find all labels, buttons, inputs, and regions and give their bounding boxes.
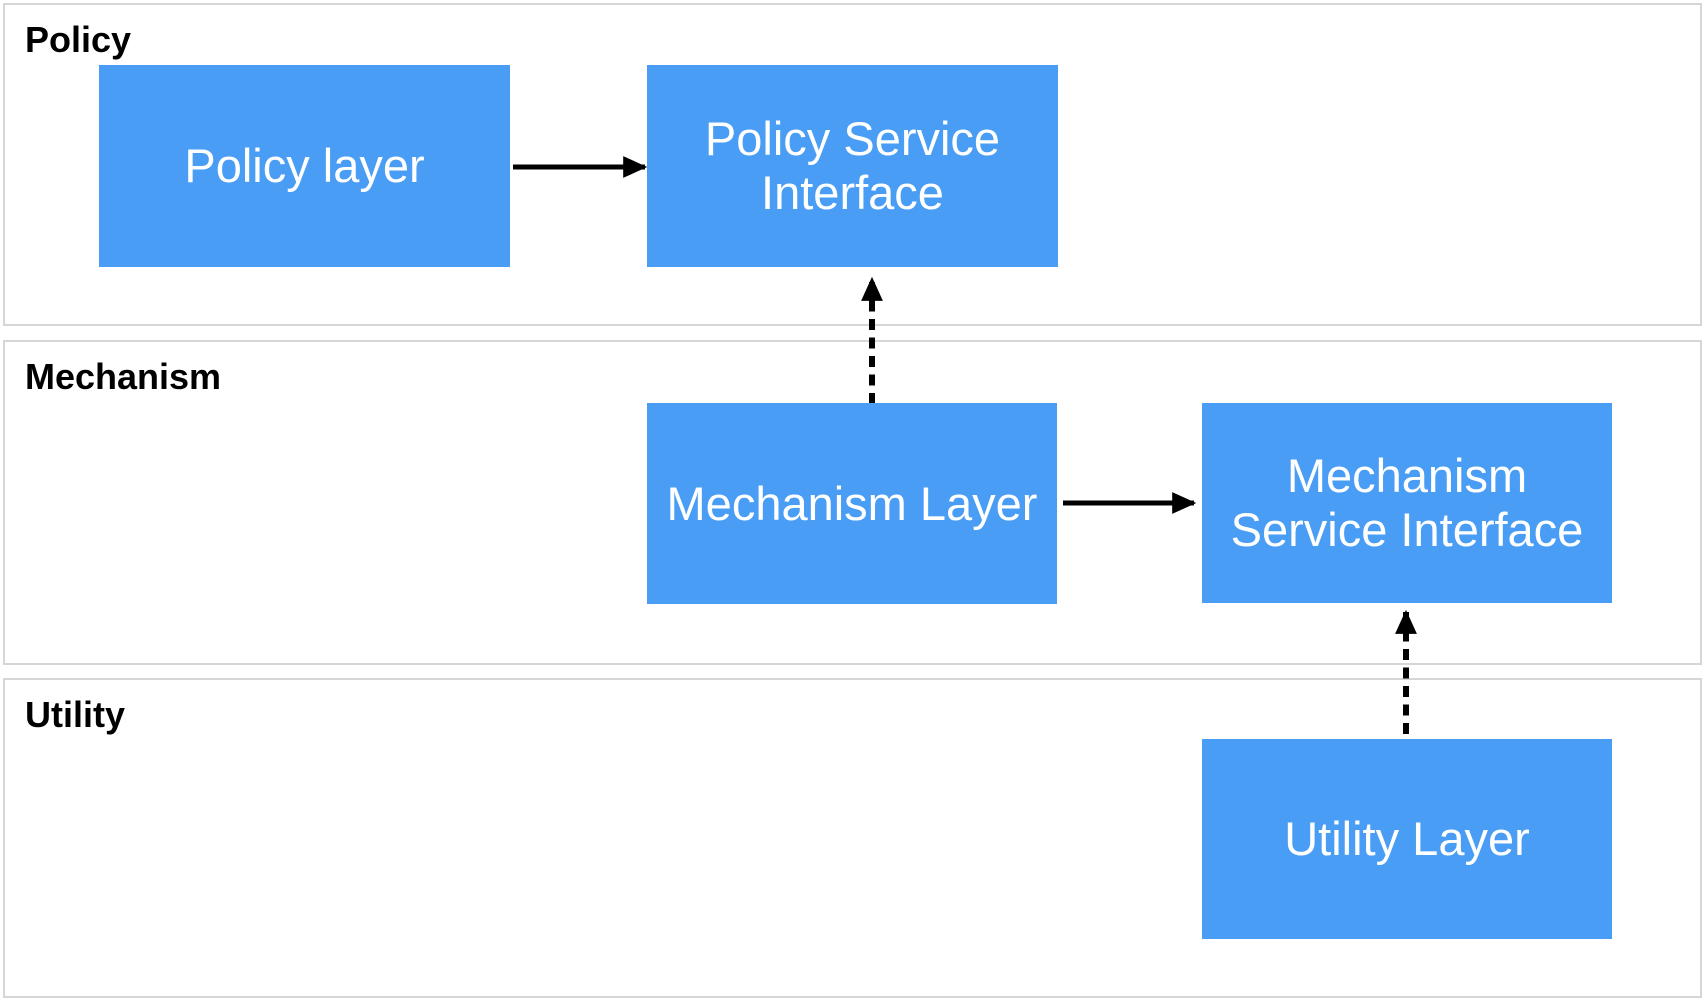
node-label-line: Mechanism Layer	[666, 476, 1038, 530]
utility-band-label: Utility	[25, 694, 126, 735]
node-label-line: Policy Service	[704, 112, 1001, 165]
node-label-line: Interface	[761, 166, 944, 219]
mechanism-band-label: Mechanism	[25, 356, 222, 397]
policy-layer-node: Policy layer	[99, 65, 510, 267]
policy-service-interface-node: Policy Service Interface	[647, 65, 1058, 267]
mechanism-service-interface-node: Mechanism Service Interface	[1202, 403, 1612, 603]
policy-band-label: Policy	[25, 19, 132, 60]
node-label-line: Service Interface	[1230, 503, 1584, 556]
node-label-line: Utility Layer	[1284, 812, 1530, 865]
utility-layer-node: Utility Layer	[1202, 739, 1612, 939]
node-label-line: Policy layer	[184, 139, 425, 192]
node-label-line: Mechanism	[1286, 449, 1528, 502]
mechanism-layer-node: Mechanism Layer	[647, 403, 1057, 604]
